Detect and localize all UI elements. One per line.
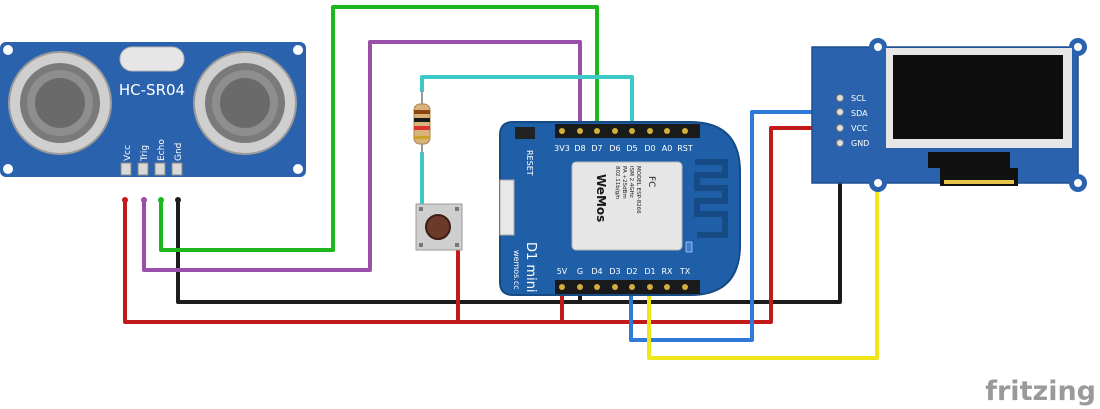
chip-band-text: ISM 2.4GHz — [628, 166, 634, 198]
sensor-title: HC-SR04 — [119, 81, 185, 99]
display-pin-headers — [836, 94, 844, 147]
wire-d5-cyan[interactable] — [420, 75, 634, 130]
top-pin-label-rst: RST — [677, 144, 693, 153]
bottom-pin-label-g: G — [577, 267, 583, 276]
display-pin-label-vcc: VCC — [851, 124, 868, 133]
oled-display-module: SCL SDA VCC GND — [811, 38, 1087, 192]
push-button[interactable] — [415, 203, 463, 251]
sensor-pin-label-trig: Trig — [140, 145, 150, 162]
top-pin-label-3v3: 3V3 — [554, 144, 570, 153]
bottom-pin-label-d1: D1 — [644, 267, 655, 276]
bottom-pin-label-5v: 5V — [557, 267, 568, 276]
chip-std-text: 802.11b/g/n — [614, 166, 620, 200]
transducer-right — [193, 51, 297, 155]
bottom-pin-label-rx: RX — [661, 267, 673, 276]
sensor-pin-label-gnd: Gnd — [174, 143, 184, 161]
wemos-d1-mini-board: RESET 3V3 D8 D7 D6 D5 D0 A0 RST — [499, 121, 741, 296]
bottom-pin-label-tx: TX — [679, 267, 691, 276]
wire-endpoints — [122, 197, 181, 203]
top-pin-label-d7: D7 — [591, 144, 602, 153]
usb-connector — [499, 179, 515, 236]
esp8266-shield: FC MODEL ESP-8266 ISM 2.4GHz PA +25dBm 8… — [571, 161, 683, 251]
sensor-pin-label-vcc: Vcc — [123, 145, 133, 161]
top-pin-label-d6: D6 — [609, 144, 620, 153]
sensor-pin-label-echo: Echo — [157, 139, 167, 161]
wire-echo-purple[interactable] — [142, 40, 582, 272]
board-url-label: wemos.cc — [512, 250, 521, 290]
display-pin-label-gnd: GND — [851, 139, 869, 148]
led — [685, 241, 693, 253]
chip-model-text: MODEL ESP-8266 — [635, 166, 641, 214]
wire-vcc-red[interactable] — [123, 126, 840, 324]
fritzing-watermark: fritzing — [985, 376, 1096, 407]
resistor[interactable] — [413, 90, 431, 154]
reset-button[interactable] — [515, 127, 535, 139]
display-pin-label-scl: SCL — [851, 94, 867, 103]
ribbon-connector — [928, 152, 1018, 186]
top-header-pins — [555, 124, 700, 138]
transducer-left — [8, 51, 112, 155]
bottom-header-pins — [555, 280, 700, 294]
wire-trig-green[interactable] — [159, 5, 599, 252]
chip-power-text: PA +25dBm — [621, 166, 627, 199]
top-pin-label-d8: D8 — [574, 144, 585, 153]
bottom-pin-label-d4: D4 — [591, 267, 602, 276]
wires — [123, 5, 879, 360]
crystal-oscillator — [119, 46, 185, 72]
wemos-brand: WeMos — [594, 174, 608, 222]
wire-sda-blue[interactable] — [629, 110, 840, 342]
screen — [893, 55, 1063, 139]
top-pin-label-a0: A0 — [662, 144, 673, 153]
bottom-pin-label-d2: D2 — [626, 267, 637, 276]
top-pin-label-d0: D0 — [644, 144, 655, 153]
bottom-pin-label-d3: D3 — [609, 267, 620, 276]
fc-mark: FC — [646, 176, 656, 187]
reset-label: RESET — [525, 150, 534, 176]
board-model-label: D1 mini — [523, 242, 538, 293]
sensor-pin-headers — [120, 162, 183, 176]
top-pin-label-d5: D5 — [626, 144, 637, 153]
antenna-trace — [694, 159, 728, 238]
display-pin-label-sda: SDA — [851, 109, 868, 118]
hc-sr04-sensor: HC-SR04 Vcc Trig Echo Gnd — [0, 42, 306, 177]
